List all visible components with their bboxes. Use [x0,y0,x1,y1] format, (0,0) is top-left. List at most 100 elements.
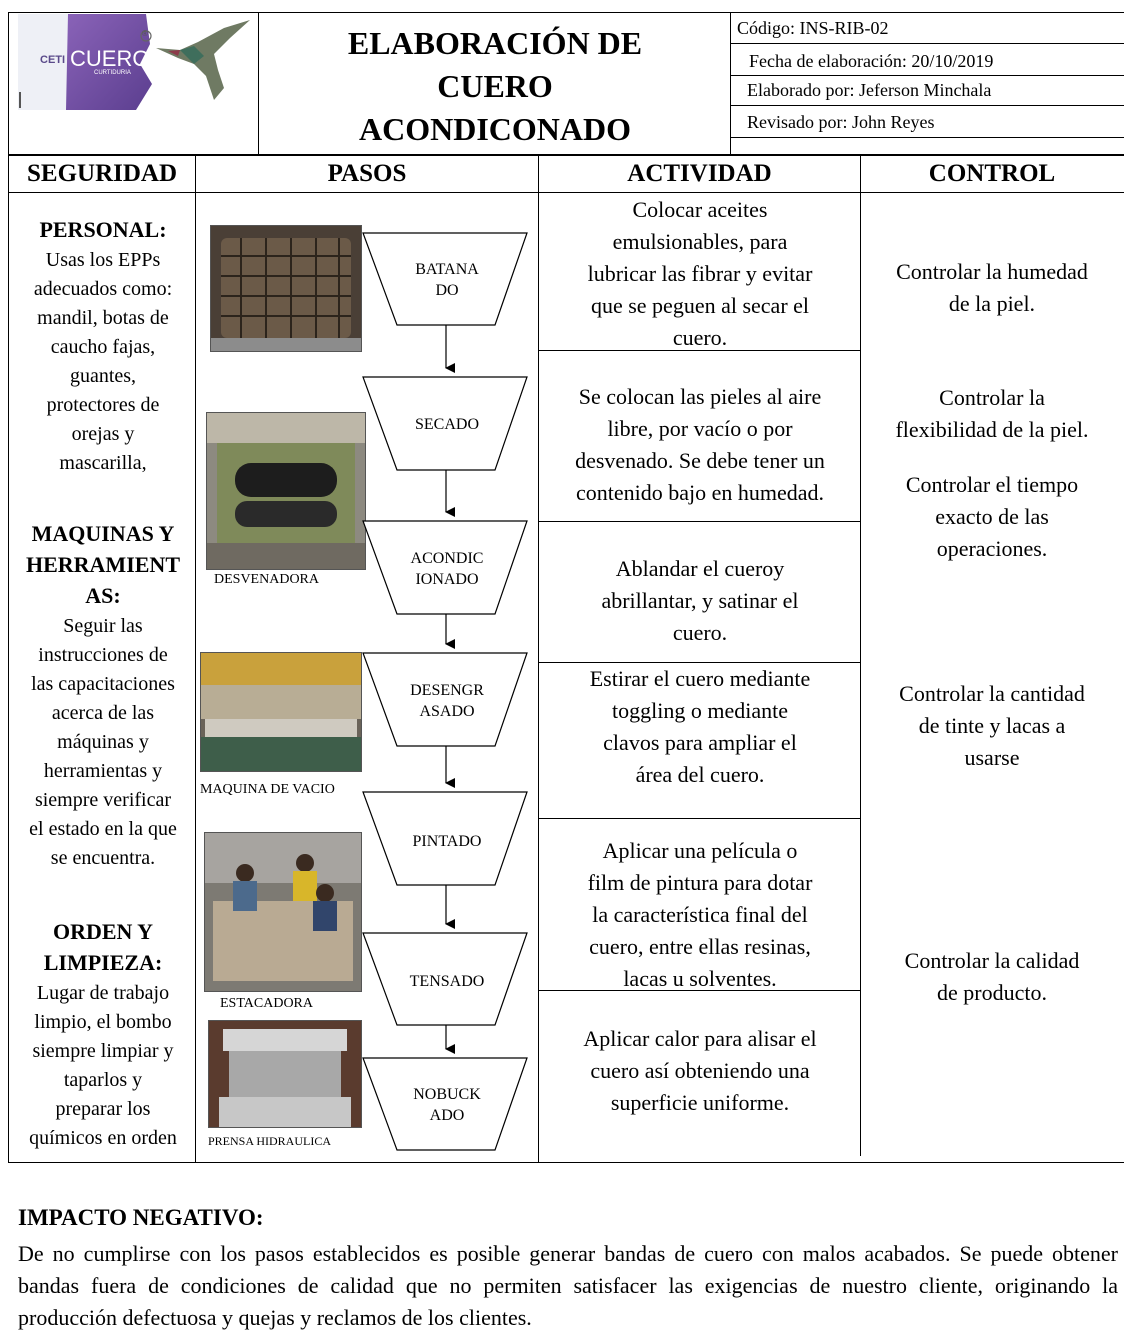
text-line: Controlar la calidad [904,948,1080,973]
step-label: NOBUCK [413,1086,481,1103]
table-border [730,75,1124,76]
text-line: cuero. [672,325,728,350]
vacuum-machine-photo [200,652,362,772]
negative-impact-text: De no cumplirse con los pasos establecid… [18,1241,1118,1330]
text-line: abrillantar, y satinar el [601,588,799,613]
text-line: mascarilla, [59,452,147,474]
step-label: BATANA [415,261,479,278]
step-label: DESENGR [410,682,484,699]
text-line: adecuados como: [33,278,173,300]
text-line: Controlar la [939,385,1045,410]
section-heading: AS: [85,583,121,608]
text-line: superficie uniforme. [610,1090,790,1115]
logo-prefix: CETI [40,54,66,66]
text-line: desvenado. Se debe tener un [575,448,825,473]
control-calidad: Controlar la calidad de producto. [864,945,1120,1009]
text-line: clavos para ampliar el [603,730,797,755]
text-line: que se peguen al secar el [590,293,810,318]
text-line: Colocar aceites [632,197,768,222]
text-line: flexibilidad de la piel. [895,417,1089,442]
text-line: exacto de las [935,504,1049,529]
text-line: caucho fajas, [50,336,156,358]
table-border [538,521,860,522]
section-heading: MAQUINAS Y [31,521,175,546]
negative-impact-heading: IMPACTO NEGATIVO: [18,1205,264,1230]
text-line: guantes, [69,365,137,387]
step-label: TENSADO [409,973,485,990]
section-heading: LIMPIEZA: [43,950,163,975]
text-line: químicos en orden [29,1127,177,1149]
table-border [730,137,1124,138]
text-line: contenido bajo en humedad. [575,480,825,505]
logo-registered: ® [142,29,148,38]
table-border [538,990,860,991]
text-line: herramientas y [43,760,163,782]
step-nobuckado: NOBUCK ADO [380,1084,514,1126]
text-line: taparlos y [63,1069,143,1091]
process-flowchart [362,232,528,1151]
title-line: ACONDICONADO [359,111,631,147]
text-line: de tinte y lacas a [918,713,1066,738]
table-border [538,662,860,663]
step-batanado: BATANA DO [380,259,514,301]
text-line: área del cuero. [635,762,765,787]
text-line: cuero. [672,620,728,645]
step-shape-nobuckado [362,1057,528,1151]
text-line: Controlar la humedad [896,259,1088,284]
table-border [538,818,860,819]
step-pintado: PINTADO [380,831,514,852]
col-header-seguridad: SEGURIDAD [26,160,178,187]
control-flexibilidad: Controlar la flexibilidad de la piel. [864,382,1120,446]
text-line: operaciones. [936,536,1048,561]
table-border [8,12,1124,13]
step-label: PINTADO [412,833,482,850]
text-line: máquinas y [57,731,149,753]
prepared-by: Elaborado por: Jeferson Minchala [747,80,992,100]
text-line: las capacitaciones [31,673,175,695]
title-line: CUERO [437,68,553,104]
seguridad-maquinas: MAQUINAS Y HERRAMIENT AS: Seguir las ins… [10,519,196,873]
text-line: lacas u solventes. [623,966,777,991]
text-line: limpio, el bombo [34,1011,172,1033]
text-line: se encuentra. [50,847,156,869]
text-line: preparar los [55,1098,151,1120]
title-line: ELABORACIÓN DE [347,25,643,61]
col-header-control: CONTROL [928,160,1056,187]
text-line: Controlar el tiempo [905,472,1079,497]
text-line: Controlar la cantidad [899,681,1085,706]
estacadora-workers-photo [204,832,362,992]
step-tensado: TENSADO [380,971,514,992]
table-border [730,43,1124,44]
step-shape-secado [362,376,528,471]
text-line: Se colocan las pieles al aire [578,384,822,409]
actividad-batanado: Colocar aceites emulsionables, para lubr… [542,194,858,354]
step-label: DO [435,282,459,299]
text-line: orejas y [71,423,135,445]
step-shape-batanado [362,232,528,326]
text-line: la característica final del [592,902,808,927]
photo-caption: PRENSA HIDRAULICA [208,1134,332,1148]
document-code: Código: INS-RIB-02 [737,18,889,38]
step-shape-pintado [362,791,528,886]
batanado-drum-photo [210,225,362,352]
text-line: libre, por vacío o por [607,416,793,441]
photo-caption: ESTACADORA [220,996,313,1011]
table-border [730,105,1124,106]
text-line: usarse [964,745,1020,770]
step-acondicionado: ACONDIC IONADO [380,548,514,590]
step-desengrasado: DESENGR ASADO [380,680,514,722]
text-line: Usas los EPPs [45,249,161,271]
text-line: Estirar el cuero mediante [589,666,811,691]
step-label: SECADO [414,416,479,433]
table-border [8,1162,1124,1163]
control-tinte: Controlar la cantidad de tinte y lacas a… [864,678,1120,774]
table-border [730,12,731,154]
table-border [8,12,9,1162]
text-line: mandil, botas de [37,307,169,329]
text-line: lubricar las fibrar y evitar [587,261,813,286]
text-line: Seguir las [63,615,143,637]
step-secado: SECADO [380,414,514,435]
photo-caption: DESVENADORA [214,572,319,587]
text-line: Ablandar el cueroy [615,556,785,581]
control-humedad: Controlar la humedad de la piel. [864,256,1120,320]
